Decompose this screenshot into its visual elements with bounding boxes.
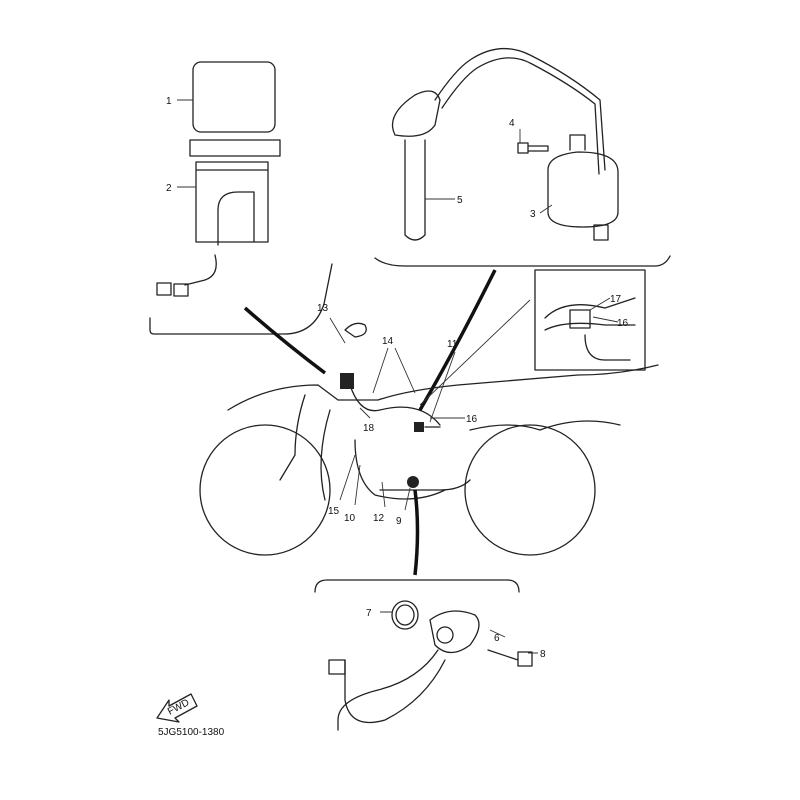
cdi-unit-part: [156, 61, 281, 297]
part-label-12: 12: [373, 513, 385, 524]
part-label-15: 15: [328, 506, 340, 517]
leader-lines: [177, 99, 619, 654]
callout-arrow-left: [243, 306, 327, 375]
motorcycle-outline: [199, 364, 659, 556]
part-label-3: 3: [530, 209, 536, 220]
part-label-14: 14: [382, 336, 394, 347]
forward-direction-arrow: FWD: [156, 693, 198, 723]
part-label-9: 9: [396, 516, 402, 527]
part-label-2: 2: [166, 183, 172, 194]
part-label-16-inset: 16: [617, 318, 629, 329]
part-label-8: 8: [540, 649, 546, 660]
part-label-6: 6: [494, 633, 500, 644]
part-label-4: 4: [509, 118, 515, 129]
fwd-label: FWD: [166, 697, 191, 717]
inset-detail-box: [419, 269, 646, 406]
part-label-13: 13: [317, 303, 329, 314]
part-label-10: 10: [344, 513, 356, 524]
callout-bracket-bottom: [314, 579, 520, 593]
part-label-1: 1: [166, 96, 172, 107]
ignition-coil-part: [391, 47, 619, 241]
sensor-part: [328, 600, 533, 731]
part-label-17: 17: [610, 294, 622, 305]
callout-bracket-top: [374, 255, 671, 267]
callout-bracket-left: [149, 263, 333, 335]
part-label-7: 7: [366, 608, 372, 619]
part-label-18: 18: [363, 423, 375, 434]
part-label-11: 11: [447, 339, 458, 350]
diagram-code: 5JG5100-1380: [158, 727, 225, 738]
wire-harness-part: [340, 322, 441, 488]
part-label-16: 16: [466, 414, 478, 425]
callout-arrow-bottom: [413, 489, 420, 576]
part-label-5: 5: [457, 195, 463, 206]
callout-arrow-top: [418, 269, 497, 411]
